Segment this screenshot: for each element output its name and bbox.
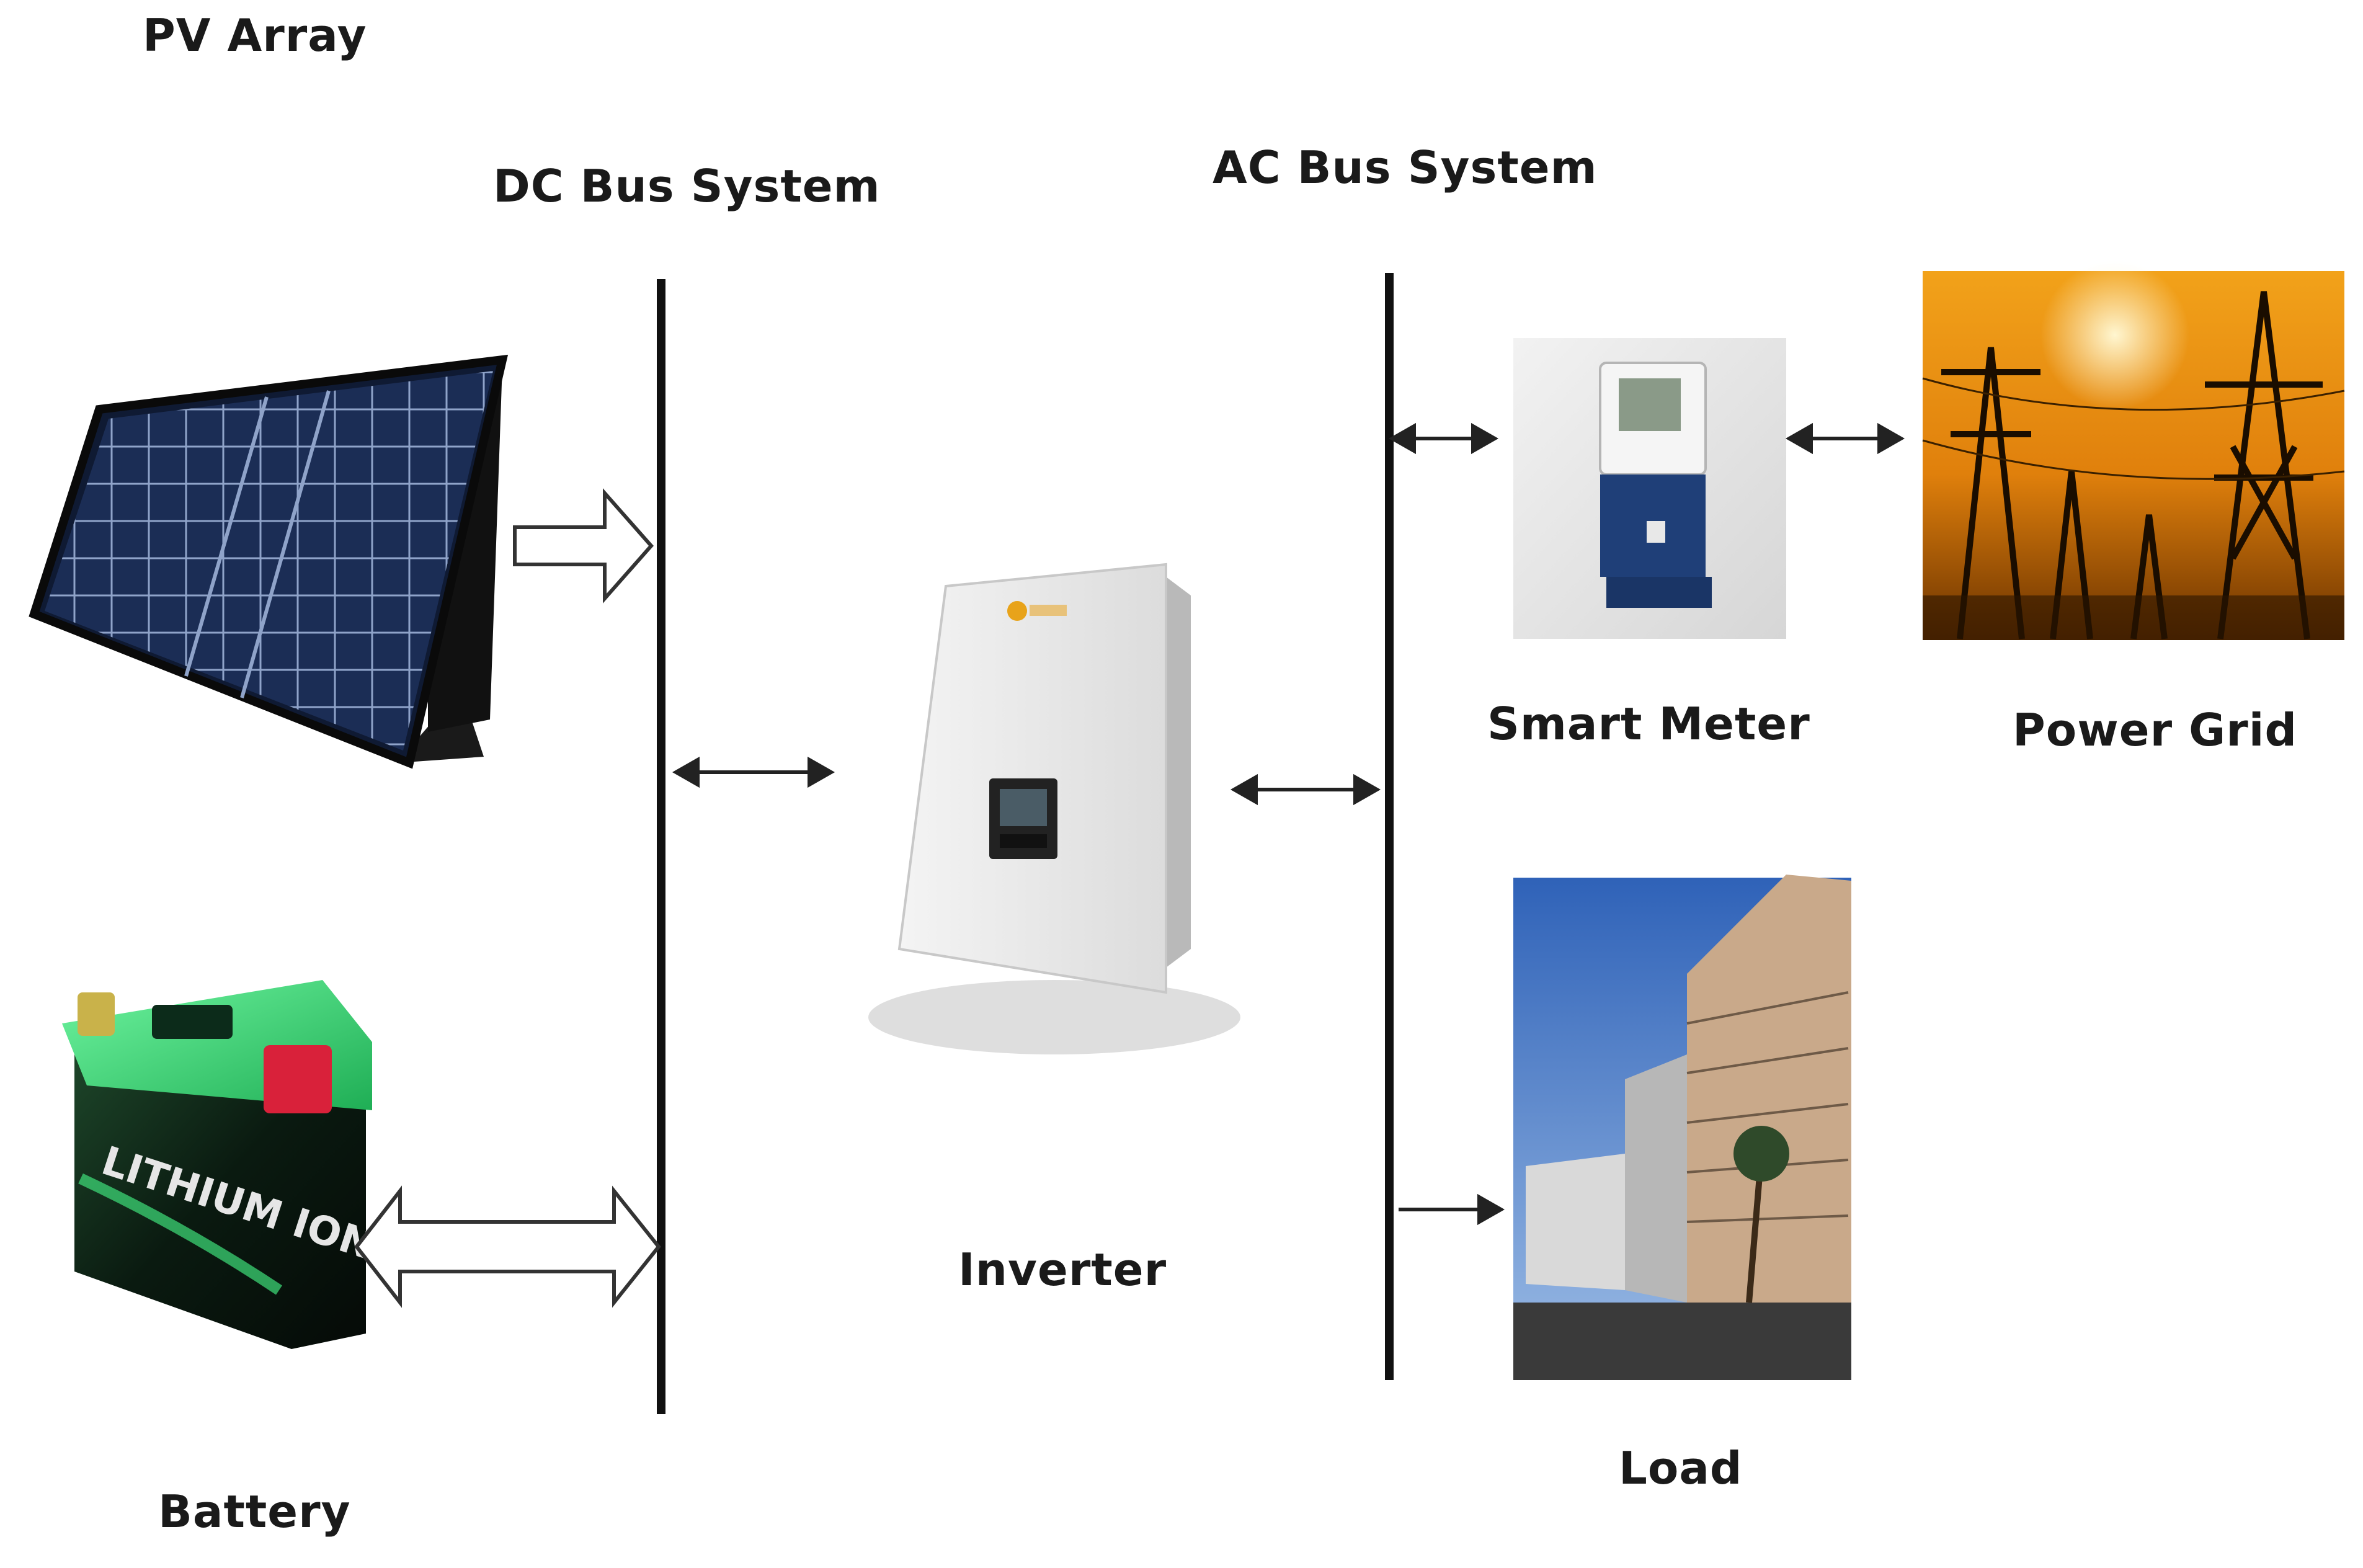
ac-bus-load-arrow (1399, 1193, 1505, 1226)
solar-panel-image (29, 354, 509, 769)
meter-grid-arrow (1785, 422, 1905, 455)
inverter-image (868, 563, 1240, 1054)
battery-dc-bus-arrow (354, 1185, 661, 1308)
ac-bus-label: AC Bus System (1213, 141, 1598, 194)
ac-bus-meter-arrow (1388, 422, 1499, 455)
pv-to-dc-bus-arrow (513, 488, 654, 604)
battery-label: Battery (158, 1486, 351, 1538)
office-building-image (1513, 875, 1851, 1380)
inverter-label: Inverter (958, 1244, 1167, 1296)
pv-array-label: PV Array (143, 9, 367, 61)
thin-arrows (672, 422, 1905, 1226)
load-label: Load (1619, 1442, 1743, 1494)
lithium-battery-image: LITHIUM ION (62, 980, 379, 1349)
smart-meter-image (1513, 338, 1786, 639)
dc-bus-inverter-arrow (672, 756, 835, 788)
dc-bus-label: DC Bus System (493, 160, 881, 212)
power-tower-image (1922, 261, 2345, 640)
inverter-ac-bus-arrow (1230, 773, 1381, 806)
power-grid-label: Power Grid (2013, 704, 2297, 756)
smart-meter-label: Smart Meter (1487, 698, 1810, 750)
